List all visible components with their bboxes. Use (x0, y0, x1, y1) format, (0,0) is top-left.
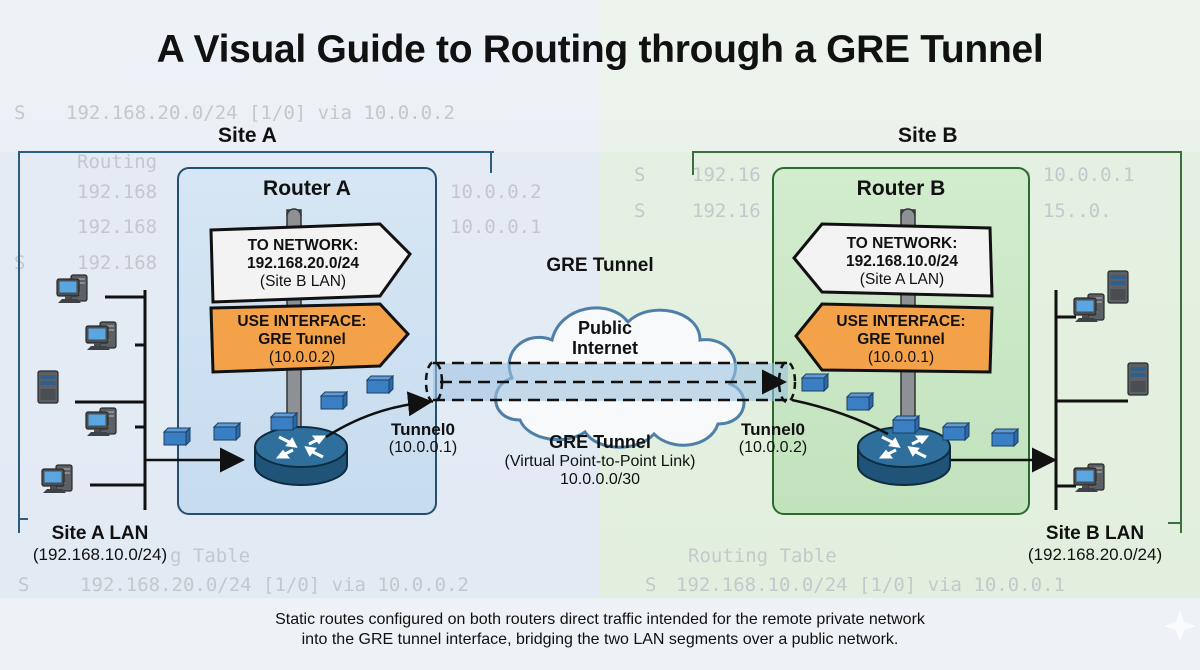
site-b-boundary (692, 151, 1182, 533)
bg-route-prefix: S (14, 102, 26, 124)
sign-note: (Site A LAN) (859, 271, 945, 288)
packet-icon (991, 428, 1019, 447)
sign-heading: TO NETWORK: (247, 237, 359, 254)
router-a-to-tunnel-arrow (325, 391, 433, 439)
router-a-icon (253, 425, 349, 487)
sign-network: 192.168.10.0/24 (845, 253, 959, 270)
gre-tunnel-header: GRE Tunnel (546, 255, 654, 276)
bg-route-text: 192.16 (692, 164, 761, 186)
tunnel-interface-ip: (10.0.0.2) (738, 439, 808, 456)
site-a-boundary (18, 151, 494, 533)
lan-name: Site B LAN (1045, 523, 1145, 544)
gre-tunnel-sublabel: (Virtual Point-to-Point Link) (504, 453, 696, 470)
router-b-interface-sign (794, 302, 994, 374)
tunnel-to-router-b-line (791, 398, 889, 436)
bg-route-text: 10.0.0.2 (450, 181, 542, 203)
site-b-pc-icon (1073, 463, 1105, 493)
router-b-interface-sign-text: USE INTERFACE: GRE Tunnel (10.0.0.1) (812, 313, 990, 367)
packet-icon (366, 375, 394, 394)
lan-subnet: (192.168.20.0/24) (1027, 545, 1163, 564)
tunnel-interface-name: Tunnel0 (391, 420, 455, 439)
sign-interface: GRE Tunnel (258, 331, 346, 348)
bg-routing-heading: g Table (170, 545, 251, 567)
site-a-server-icon (37, 370, 59, 404)
site-a-lan-label: Site A LAN (192.168.10.0/24) (10, 523, 190, 565)
sign-heading: USE INTERFACE: (237, 313, 367, 330)
page-title: A Visual Guide to Routing through a GRE … (156, 28, 1044, 71)
bg-routing-heading: Routing Table (688, 545, 837, 567)
packet-icon (942, 422, 970, 441)
packet-icon (892, 415, 920, 434)
cloud-label-line: Public (577, 318, 632, 338)
bg-route-text: 192.168.20.0/24 [1/0] via 10.0.0.2 (80, 574, 469, 596)
router-a-title: Router A (263, 177, 351, 200)
bg-route-text: 192.168 (77, 252, 158, 274)
site-b-boundary-tick (1168, 522, 1180, 524)
site-b-lan-label: Site B LAN (192.168.20.0/24) (1005, 523, 1185, 565)
site-b-boundary-tick (692, 151, 694, 175)
bg-route-text: 192.16 (692, 200, 761, 222)
sign-interface: GRE Tunnel (857, 331, 945, 348)
caption: Static routes configured on both routers… (0, 610, 1200, 650)
sign-network: 192.168.20.0/24 (246, 255, 360, 272)
packet-icon (270, 412, 298, 431)
site-b-label: Site B (898, 124, 958, 147)
bg-route-text: 192.168.10.0/24 [1/0] via 10.0.0.1 (676, 574, 1065, 596)
tunnel-a-endpoint (424, 360, 444, 404)
bg-route-text: 10.0.0.1 (450, 216, 542, 238)
router-a-interface-sign-text: USE INTERFACE: GRE Tunnel (10.0.0.2) (213, 313, 391, 367)
router-b-icon (856, 425, 952, 487)
sign-heading: TO NETWORK: (846, 235, 958, 252)
router-a-network-sign (209, 222, 412, 304)
tunnel-b-interface-label: Tunnel0 (10.0.0.2) (728, 421, 818, 457)
tunnel-b-endpoint (777, 360, 797, 404)
tunnel-a-interface-label: Tunnel0 (10.0.0.1) (378, 421, 468, 457)
cloud-label: Public Internet (540, 318, 670, 358)
bg-route-prefix: S (634, 164, 646, 186)
packet-icon (846, 392, 874, 411)
caption-line: into the GRE tunnel interface, bridging … (301, 631, 899, 648)
site-a-boundary-tick (490, 151, 492, 173)
gre-tunnel-subnet: 10.0.0.0/30 (559, 471, 641, 488)
bg-route-prefix: S (645, 574, 657, 596)
site-a-label: Site A (218, 124, 277, 147)
tunnel-interface-name: Tunnel0 (741, 420, 805, 439)
packet-icon (320, 391, 348, 410)
site-b-pc-icon (1073, 293, 1105, 323)
sign-ip: (10.0.0.1) (867, 349, 935, 366)
bg-route-prefix: S (634, 200, 646, 222)
bg-route-text: 192.168.20.0/24 [1/0] via 10.0.0.2 (66, 102, 455, 124)
bg-route-prefix: S (18, 574, 30, 596)
bg-route-text: 192.168 (77, 216, 158, 238)
site-a-pc-icon (41, 464, 73, 494)
router-a-interface-sign (209, 302, 411, 374)
site-a-pc-icon (56, 274, 88, 304)
caption-line: Static routes configured on both routers… (275, 611, 925, 628)
gre-tunnel-description: GRE Tunnel (Virtual Point-to-Point Link)… (470, 432, 730, 489)
site-b-server-icon (1127, 362, 1149, 396)
sign-note: (Site B LAN) (259, 273, 347, 290)
tunnel-interface-ip: (10.0.0.1) (388, 439, 458, 456)
cloud-label-line: Internet (571, 338, 638, 358)
packet-icon (213, 422, 241, 441)
sign-heading: USE INTERFACE: (836, 313, 966, 330)
router-a-network-sign-text: TO NETWORK: 192.168.20.0/24 (Site B LAN) (213, 237, 393, 291)
gre-tunnel-label: GRE Tunnel (549, 432, 651, 452)
router-b-network-sign-text: TO NETWORK: 192.168.10.0/24 (Site A LAN) (812, 235, 992, 289)
router-b-network-sign (792, 222, 994, 298)
bg-route-text: 192.168 (77, 181, 158, 203)
packet-icon (163, 427, 191, 446)
sparkle-icon (1164, 610, 1196, 642)
lan-subnet: (192.168.10.0/24) (32, 545, 168, 564)
site-a-pc-icon (85, 321, 117, 351)
router-b-title: Router B (856, 177, 946, 200)
packet-icon (801, 373, 829, 392)
sign-ip: (10.0.0.2) (268, 349, 336, 366)
site-a-pc-icon (85, 407, 117, 437)
footer-background (0, 598, 1200, 670)
bg-routing-heading: Routing (77, 151, 158, 173)
lan-name: Site A LAN (51, 523, 149, 544)
site-b-server-icon (1107, 270, 1129, 304)
